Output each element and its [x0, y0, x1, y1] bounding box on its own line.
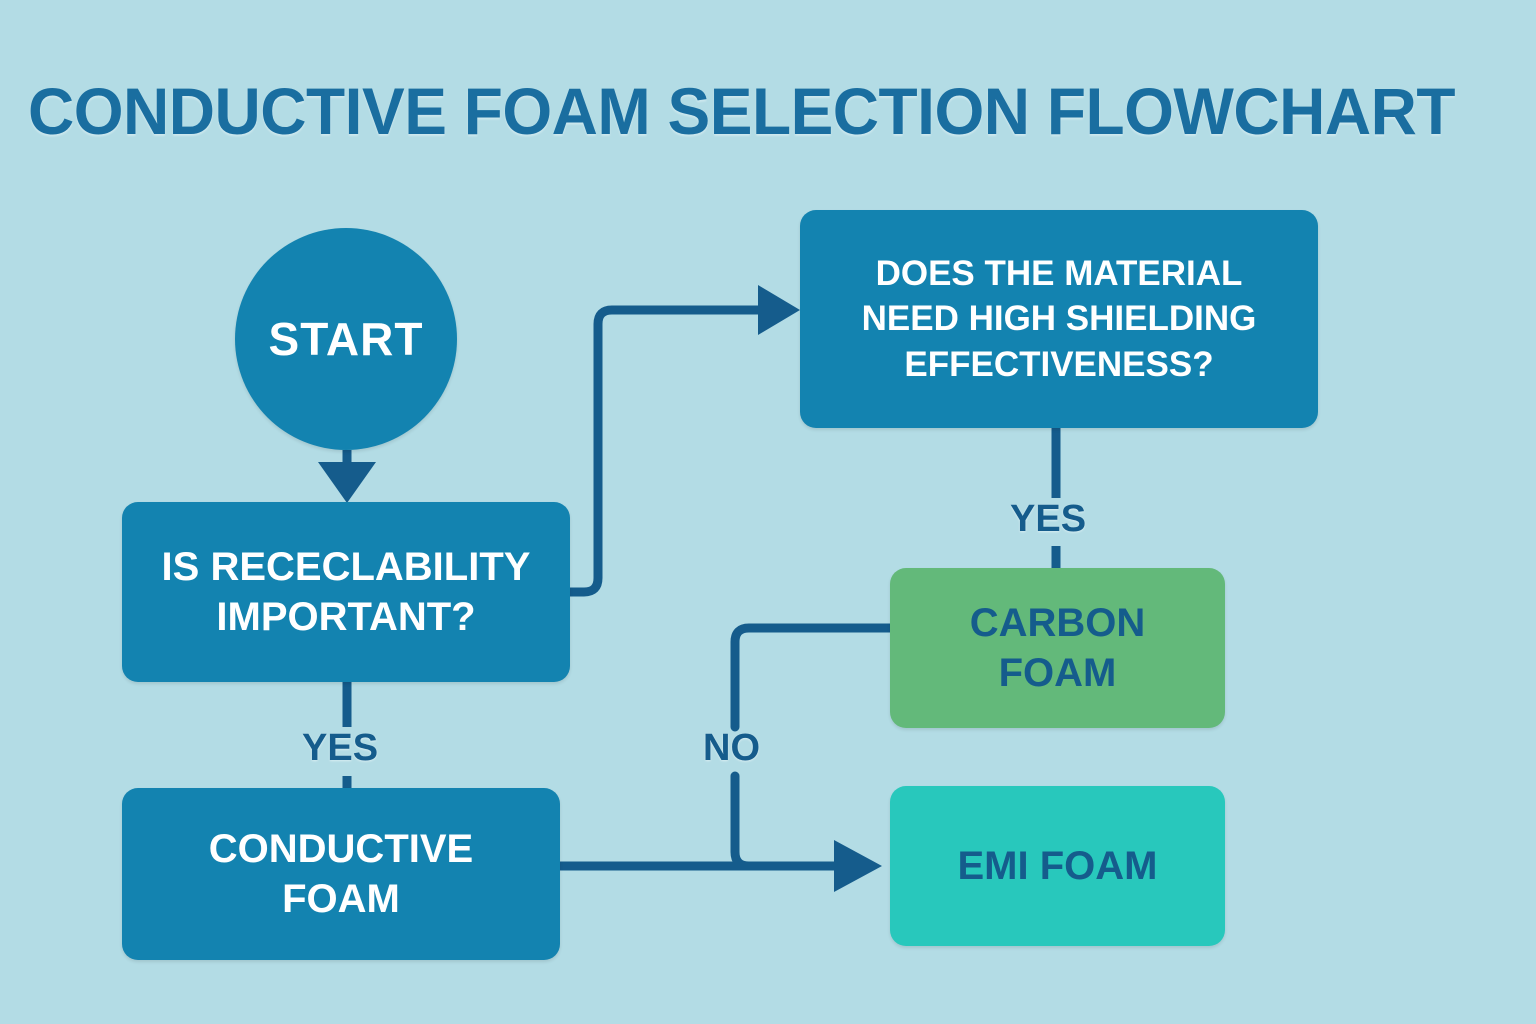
node-recyclability-label: IS RECECLABILITY IMPORTANT? — [161, 545, 531, 639]
edge-label-shielding-yes: YES — [1010, 498, 1087, 540]
node-shielding-label: DOES THE MATERIAL NEED HIGH SHIELDING EF… — [861, 253, 1257, 384]
node-emi-foam[interactable]: EMI FOAM — [890, 786, 1225, 946]
edge-label-recyclability-yes: YES — [302, 727, 379, 769]
node-conductive-foam[interactable]: CONDUCTIVE FOAM — [122, 788, 560, 960]
edge-recyclability-to-shielding — [565, 285, 800, 597]
node-conductive-foam-label: CONDUCTIVE FOAM — [208, 827, 474, 921]
node-start[interactable]: START — [235, 228, 457, 450]
edge-label-shielding-no: NO — [703, 727, 760, 769]
node-carbon-foam[interactable]: CARBON FOAM — [890, 568, 1225, 728]
node-shielding-decision[interactable]: DOES THE MATERIAL NEED HIGH SHIELDING EF… — [800, 210, 1318, 428]
edge-conductive-to-emi — [560, 840, 882, 892]
edge-start-to-recyclability — [318, 450, 376, 503]
node-recyclability-decision[interactable]: IS RECECLABILITY IMPORTANT? — [122, 502, 570, 682]
node-start-label: START — [268, 313, 424, 365]
node-carbon-foam-label: CARBON FOAM — [969, 601, 1146, 695]
page-title: CONDUCTIVE FOAM SELECTION FLOWCHART — [28, 74, 1455, 148]
node-emi-foam-label: EMI FOAM — [957, 844, 1158, 888]
